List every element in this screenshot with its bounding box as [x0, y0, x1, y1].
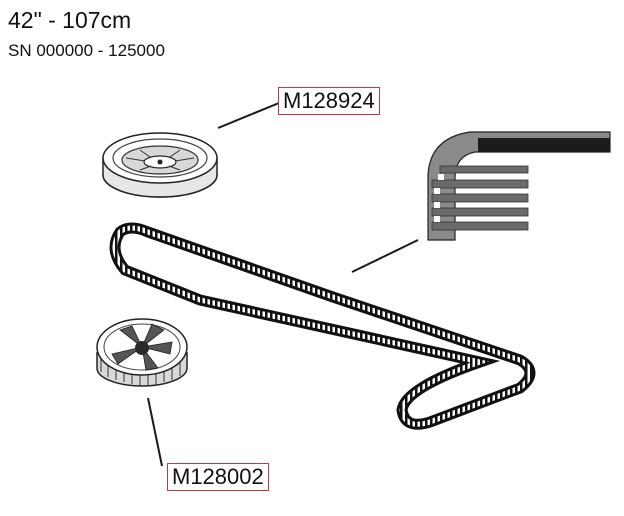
leader-line-belt	[351, 239, 419, 273]
upper-pulley	[102, 132, 218, 198]
part-number-label-lower-pulley[interactable]: M128002	[167, 463, 269, 491]
belt-detail-inset	[427, 131, 611, 241]
lower-pulley	[96, 318, 188, 387]
leader-line-lower	[147, 397, 163, 467]
part-number-label-upper-pulley[interactable]: M128924	[278, 87, 380, 115]
leader-line-upper	[217, 102, 280, 129]
page-title: 42" - 107cm	[8, 7, 132, 33]
toothed-belt	[109, 222, 536, 430]
serial-range: SN 000000 - 125000	[8, 41, 165, 60]
